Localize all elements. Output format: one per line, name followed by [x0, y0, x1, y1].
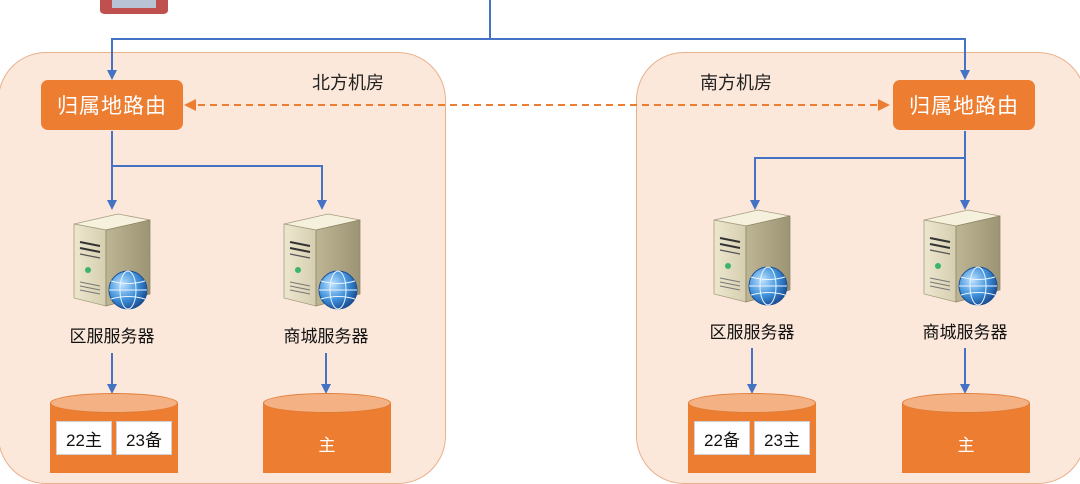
north-router[interactable]: 归属地路由 [41, 80, 183, 130]
server-db-links [107, 348, 970, 394]
north-mall-server-label: 商城服务器 [283, 327, 369, 346]
db-role-label: 主 [318, 436, 336, 455]
server-globe-icon[interactable] [280, 210, 364, 310]
db-slot: 23主 [754, 421, 810, 455]
db-slot: 22备 [694, 421, 750, 455]
north-game-server-label: 区服服务器 [69, 327, 155, 346]
server-globe-icon[interactable] [920, 206, 1004, 306]
connector-layer [100, 0, 970, 394]
south-mall-server-label: 商城服务器 [922, 323, 1008, 342]
south-game-database[interactable]: 22备 23主 [688, 393, 816, 473]
db-role-label: 主 [957, 436, 975, 455]
north-game-database[interactable]: 22主 23备 [50, 393, 178, 473]
north-router-links [107, 131, 327, 210]
south-router-links [750, 131, 970, 210]
south-router[interactable]: 归属地路由 [893, 80, 1035, 130]
south-room-label: 南方机房 [700, 73, 772, 93]
db-slot: 22主 [56, 421, 112, 455]
top-client-icon [100, 0, 168, 14]
server-globe-icon[interactable] [710, 206, 794, 306]
south-mall-database[interactable]: 主 [902, 393, 1030, 473]
top-feed-line [107, 0, 970, 80]
south-game-server-label: 区服服务器 [709, 323, 795, 342]
north-mall-database[interactable]: 主 [263, 393, 391, 473]
server-globe-icon[interactable] [70, 210, 154, 310]
db-slot: 23备 [116, 421, 172, 455]
north-room-label: 北方机房 [312, 73, 384, 93]
